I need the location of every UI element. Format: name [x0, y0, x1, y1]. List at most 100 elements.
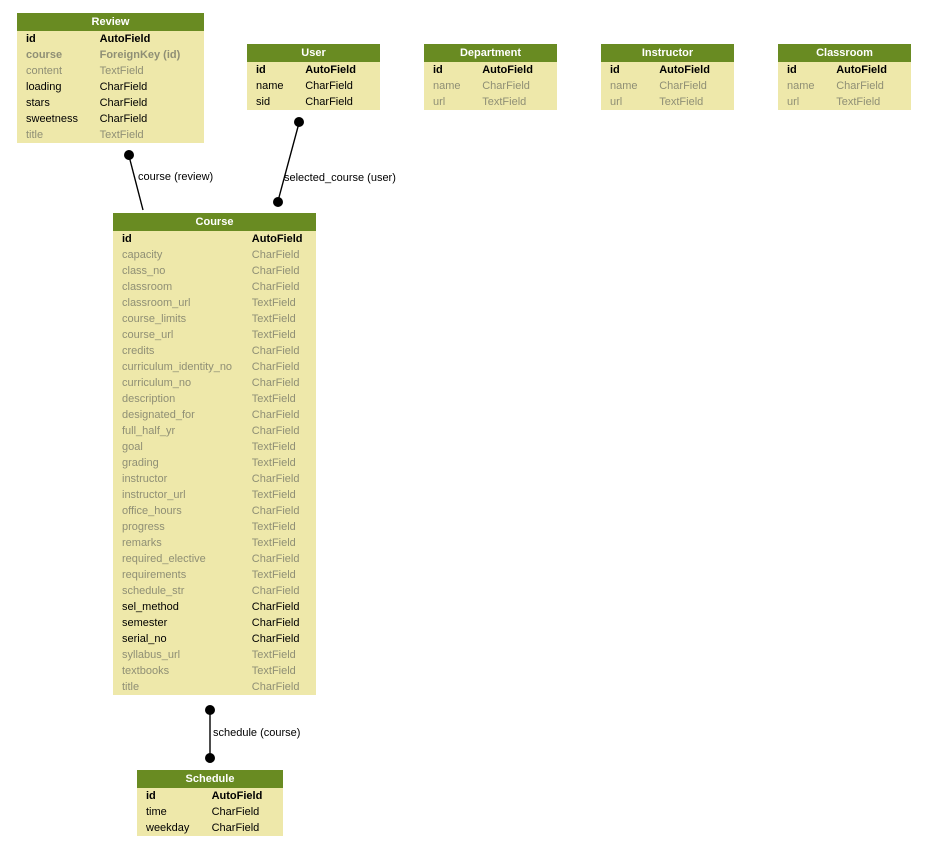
field-type: CharField: [251, 265, 300, 277]
entity-fields: id AutoField name CharField url TextFiel…: [424, 62, 557, 110]
field-type: TextField: [251, 329, 296, 341]
edge-dot-icon: [294, 117, 304, 127]
entity-fields: id AutoField name CharField sid CharFiel…: [247, 62, 380, 110]
field-type: TextField: [99, 129, 144, 141]
field-row: name CharField: [424, 78, 557, 94]
entity-title: Instructor: [601, 44, 734, 62]
field-type: TextField: [659, 96, 704, 108]
field-row: name CharField: [601, 78, 734, 94]
edge-label-selected-course-user: selected_course (user): [284, 172, 396, 184]
field-type: TextField: [251, 537, 296, 549]
field-row: required_elective CharField: [113, 551, 316, 567]
field-type: AutoField: [211, 790, 263, 802]
field-name: stars: [26, 97, 50, 109]
field-row: course_url TextField: [113, 327, 316, 343]
field-type: AutoField: [99, 33, 151, 45]
field-type: TextField: [99, 65, 144, 77]
field-row: syllabus_url TextField: [113, 647, 316, 663]
field-row: curriculum_identity_no CharField: [113, 359, 316, 375]
field-row: classroom CharField: [113, 279, 316, 295]
field-name: classroom_url: [122, 297, 191, 309]
entity-instructor: Instructor id AutoField name CharField u…: [601, 44, 734, 110]
field-type: TextField: [251, 457, 296, 469]
field-type: TextField: [251, 313, 296, 325]
entity-user: User id AutoField name CharField sid Cha…: [247, 44, 380, 110]
field-type: CharField: [251, 361, 300, 373]
field-row: textbooks TextField: [113, 663, 316, 679]
edge-dot-icon: [205, 705, 215, 715]
field-row: id AutoField: [778, 62, 911, 78]
field-name: full_half_yr: [122, 425, 176, 437]
field-name: progress: [122, 521, 165, 533]
field-name: name: [787, 80, 815, 92]
field-type: CharField: [251, 505, 300, 517]
field-type: CharField: [251, 425, 300, 437]
field-type: CharField: [251, 553, 300, 565]
entity-department: Department id AutoField name CharField u…: [424, 44, 557, 110]
field-name: semester: [122, 617, 168, 629]
field-name: id: [146, 790, 156, 802]
field-type: CharField: [211, 806, 260, 818]
field-name: instructor: [122, 473, 168, 485]
entity-schedule: Schedule id AutoField time CharField wee…: [137, 770, 283, 836]
field-name: time: [146, 806, 167, 818]
edge-dot-icon: [124, 150, 134, 160]
entity-title: Classroom: [778, 44, 911, 62]
field-name: designated_for: [122, 409, 195, 421]
field-name: title: [122, 681, 140, 693]
edge-label-schedule-course: schedule (course): [213, 727, 301, 739]
field-row: id AutoField: [113, 231, 316, 247]
field-type: TextField: [251, 489, 296, 501]
field-type: ForeignKey (id): [99, 49, 181, 61]
entity-fields: id AutoField course ForeignKey (id) cont…: [17, 31, 204, 143]
field-row: id AutoField: [17, 31, 204, 47]
field-type: CharField: [251, 345, 300, 357]
entity-fields: id AutoField name CharField url TextFiel…: [601, 62, 734, 110]
field-type: TextField: [251, 521, 296, 533]
field-row: serial_no CharField: [113, 631, 316, 647]
field-name: goal: [122, 441, 143, 453]
field-name: content: [26, 65, 63, 77]
field-type: TextField: [251, 297, 296, 309]
field-row: name CharField: [778, 78, 911, 94]
field-row: office_hours CharField: [113, 503, 316, 519]
field-name: description: [122, 393, 176, 405]
field-name: serial_no: [122, 633, 167, 645]
field-type: CharField: [251, 281, 300, 293]
field-row: goal TextField: [113, 439, 316, 455]
field-type: AutoField: [659, 64, 710, 76]
entity-fields: id AutoField name CharField url TextFiel…: [778, 62, 911, 110]
field-name: instructor_url: [122, 489, 186, 501]
field-name: office_hours: [122, 505, 182, 517]
field-type: CharField: [99, 97, 148, 109]
field-type: TextField: [251, 441, 296, 453]
field-row: curriculum_no CharField: [113, 375, 316, 391]
edge-dot-icon: [205, 753, 215, 763]
field-row: course ForeignKey (id): [17, 47, 204, 63]
edge-line-selected-course: [277, 122, 300, 202]
field-name: title: [26, 129, 44, 141]
entity-fields: id AutoField time CharField weekday Char…: [137, 788, 283, 836]
entity-review: Review id AutoField course ForeignKey (i…: [17, 13, 204, 143]
field-name: name: [433, 80, 461, 92]
field-name: class_no: [122, 265, 166, 277]
field-type: AutoField: [251, 233, 303, 245]
field-type: CharField: [251, 409, 300, 421]
field-name: syllabus_url: [122, 649, 181, 661]
field-type: TextField: [482, 96, 527, 108]
field-row: url TextField: [778, 94, 911, 110]
field-name: remarks: [122, 537, 162, 549]
field-type: TextField: [251, 569, 296, 581]
field-row: semester CharField: [113, 615, 316, 631]
field-row: full_half_yr CharField: [113, 423, 316, 439]
field-row: id AutoField: [247, 62, 380, 78]
field-row: description TextField: [113, 391, 316, 407]
edge-label-course-review: course (review): [138, 171, 214, 183]
field-name: id: [787, 64, 797, 76]
field-row: content TextField: [17, 63, 204, 79]
field-name: classroom: [122, 281, 173, 293]
field-type: CharField: [251, 681, 300, 693]
field-name: url: [433, 96, 446, 108]
entity-classroom: Classroom id AutoField name CharField ur…: [778, 44, 911, 110]
